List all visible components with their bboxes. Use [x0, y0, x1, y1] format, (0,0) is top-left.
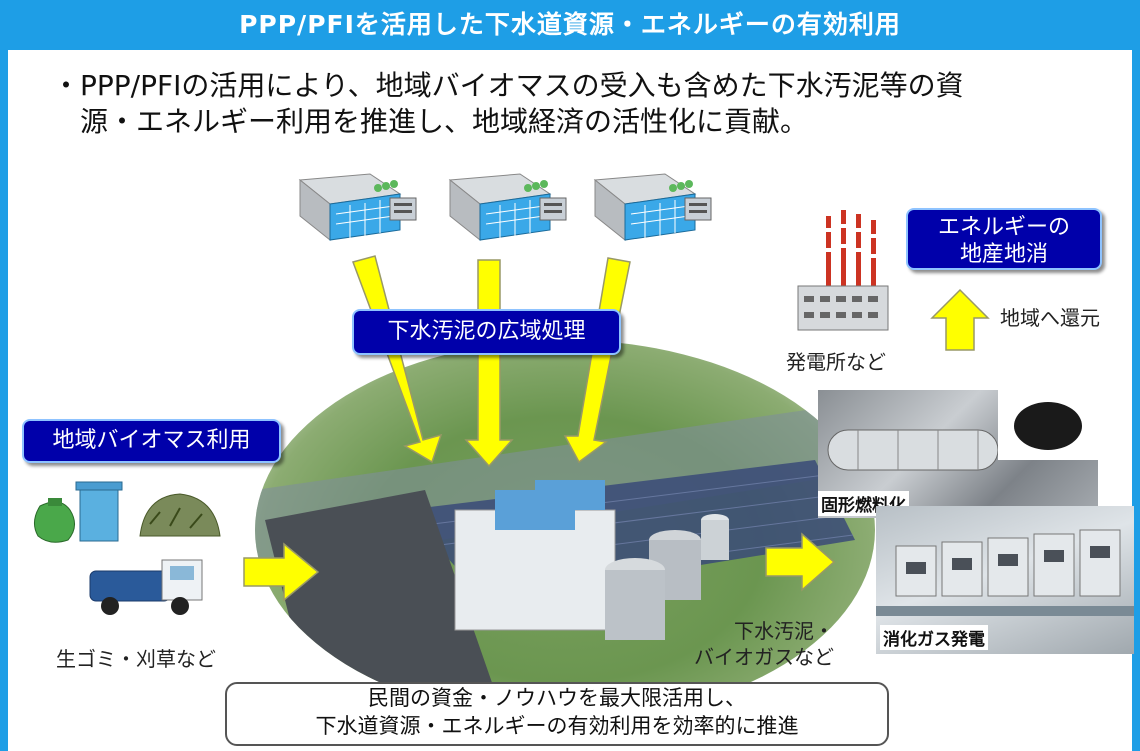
summary-line-1: 民間の資金・ノウハウを最大限活用し、: [368, 686, 746, 710]
arrow-biomass-right: [243, 542, 320, 602]
summary-line-2: 下水道資源・エネルギーの有効利用を効率的に推進: [315, 714, 799, 738]
biomass-icons: [34, 481, 221, 615]
arrow-output-right: [765, 532, 836, 592]
truck-icon: [89, 559, 203, 615]
arrow-return-up: [930, 288, 990, 351]
wide-area-treatment-box: 下水汚泥の広域処理: [352, 309, 621, 355]
local-energy-line-2: 地産地消: [959, 242, 1048, 267]
power-plant-label: 発電所など: [786, 350, 886, 374]
arrow-plant-1-down: [352, 255, 443, 464]
slide-title: PPP/PFIを活用した下水道資源・エネルギーの有効利用: [0, 0, 1140, 50]
arrow-plant-3-down: [563, 257, 631, 464]
gas-generators-illustration: [876, 529, 1134, 616]
trash-can-icon: [75, 481, 123, 542]
solid-fuel-photo: 固形燃料化: [818, 390, 1098, 518]
solid-fuel-illustration: [827, 390, 1098, 471]
sludge-biogas-label: 下水汚泥・ バイオガスなど: [694, 618, 834, 670]
intro-text: ・PPP/PFIの活用により、地域バイオマスの受入も含めた下水汚泥等の資 源・エ…: [52, 68, 1102, 140]
garbage-grass-label: 生ゴミ・刈草など: [56, 647, 216, 671]
return-to-region-label: 地域へ還元: [1000, 306, 1100, 330]
local-energy-line-1: エネルギーの: [937, 215, 1070, 240]
sludge-label-line-2: バイオガスなど: [694, 645, 834, 669]
digestion-gas-power-photo: 消化ガス発電: [876, 506, 1134, 654]
local-energy-box: エネルギーの 地産地消: [906, 208, 1102, 270]
power-plant-icon: [797, 210, 889, 331]
intro-line-1: ・PPP/PFIの活用により、地域バイオマスの受入も含めた下水汚泥等の資: [52, 69, 964, 102]
summary-box: 民間の資金・ノウハウを最大限活用し、 下水道資源・エネルギーの有効利用を効率的に…: [225, 682, 889, 746]
sludge-label-line-1: 下水汚泥・: [734, 619, 834, 643]
regional-biomass-box: 地域バイオマス利用: [22, 419, 281, 463]
gas-power-caption: 消化ガス発電: [880, 625, 988, 650]
grass-clippings-icon: [139, 493, 221, 537]
arrow-plant-2-down: [464, 259, 514, 468]
intro-line-2: 源・エネルギー利用を推進し、地域経済の活性化に貢献。: [80, 105, 809, 138]
garbage-bag-icon: [34, 498, 75, 543]
